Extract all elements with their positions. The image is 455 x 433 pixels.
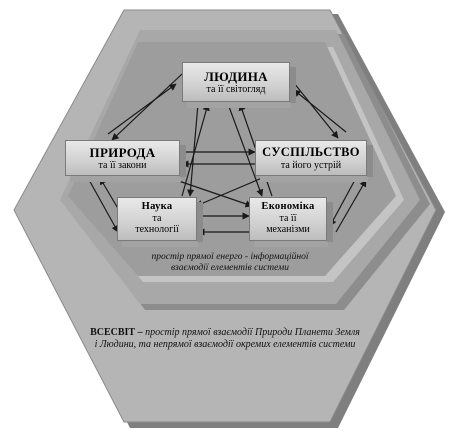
arrow-people-nature-b [107, 83, 177, 135]
node-economy: Економіка та її механізми [249, 197, 333, 247]
arrow-people-science-a [186, 103, 199, 197]
universe-label: ВСЕСВІТ – [90, 327, 143, 338]
node-nature: ПРИРОДА та її закони [65, 140, 186, 182]
node-society-subtitle: та його устрій [280, 160, 342, 171]
arrow-people-society-a [289, 77, 339, 139]
inner-caption-line-1: простір прямої енерго - інформаційної [151, 252, 309, 262]
outer-caption-text-1: простір прямої взаємодії Природи Планети… [142, 327, 360, 338]
inner-space-caption: простір прямої енерго - інформаційної вз… [140, 252, 320, 274]
arrow-society-science [195, 177, 263, 207]
node-science-subtitle-1: та [152, 213, 162, 224]
arrow-people-science-b [181, 103, 210, 197]
node-nature-title: ПРИРОДА [89, 145, 156, 160]
universe-caption: ВСЕСВІТ – простір прямої взаємодії Приро… [60, 327, 390, 351]
outer-caption-line-2: і Людини, та непрямої взаємодії окремих … [94, 339, 356, 350]
node-economy-title: Економіка [261, 201, 315, 212]
node-people-title: ЛЮДИНА [204, 69, 268, 84]
arrow-nature-economy [169, 177, 253, 208]
node-nature-subtitle: та її закони [98, 160, 147, 171]
node-economy-subtitle-2: механізми [266, 224, 310, 235]
node-science: Наука та технології [117, 197, 203, 247]
inner-caption-line-2: взаємодії елементів системи [171, 263, 289, 273]
outer-caption-line-1: ВСЕСВІТ – простір прямої взаємодії Приро… [60, 327, 390, 339]
node-science-title: Наука [141, 201, 173, 212]
node-people-subtitle: та її світогляд [206, 84, 266, 95]
arrow-society-economy-a [329, 177, 357, 227]
node-economy-subtitle-1: та її [279, 213, 297, 224]
arrow-society-economy-b [335, 179, 367, 233]
connection-arrows [87, 73, 367, 236]
arrow-people-society-b [293, 89, 347, 133]
node-people: ЛЮДИНА та її світогляд [182, 62, 296, 108]
node-science-subtitle-2: технології [135, 224, 179, 235]
node-society: СУСПІЛЬСТВО та його устрій [255, 140, 373, 182]
node-society-title: СУСПІЛЬСТВО [262, 145, 360, 159]
arrow-nature-science-a [87, 177, 119, 233]
